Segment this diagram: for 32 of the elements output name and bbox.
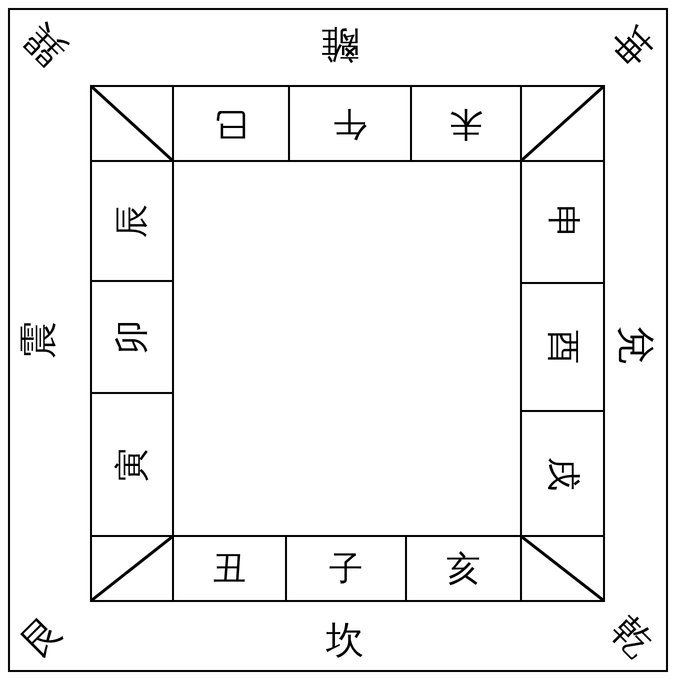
branch-character: 酉: [546, 330, 580, 364]
trigram-name: 離: [321, 26, 359, 64]
trigram-name: 巽: [18, 18, 72, 72]
trigram-name: 兌: [617, 326, 655, 364]
branch-cell: [520, 410, 605, 537]
branch-character: 未: [449, 106, 483, 140]
branch-cell: [90, 280, 174, 394]
branch-character: 巳: [214, 106, 248, 140]
branch-character: 戌: [546, 456, 580, 490]
branch-character: 亥: [446, 552, 480, 586]
branch-character: 辰: [115, 204, 149, 238]
branch-cell: [520, 282, 605, 412]
branch-character: 丑: [212, 552, 246, 586]
trigram-name: 震: [19, 321, 57, 359]
branch-cell: [172, 85, 290, 162]
branch-cell: [90, 160, 174, 282]
branch-cell: [520, 160, 605, 284]
branch-character: 午: [333, 106, 367, 140]
branch-cell: [405, 535, 522, 602]
branch-character: 申: [546, 205, 580, 239]
trigram-name: 乾: [605, 609, 659, 663]
branch-cell: [285, 535, 407, 602]
trigram-name: 坤: [605, 18, 659, 72]
trigram-name: 艮: [15, 609, 69, 663]
branch-cell: [172, 535, 287, 602]
branch-cell: [288, 85, 412, 162]
branch-character: 卯: [115, 320, 149, 354]
branch-cell: [90, 392, 174, 537]
trigram-name: 坎: [326, 621, 364, 659]
branch-character: 子: [329, 552, 363, 586]
branch-character: 寅: [115, 448, 149, 482]
branch-cell: [410, 85, 522, 162]
